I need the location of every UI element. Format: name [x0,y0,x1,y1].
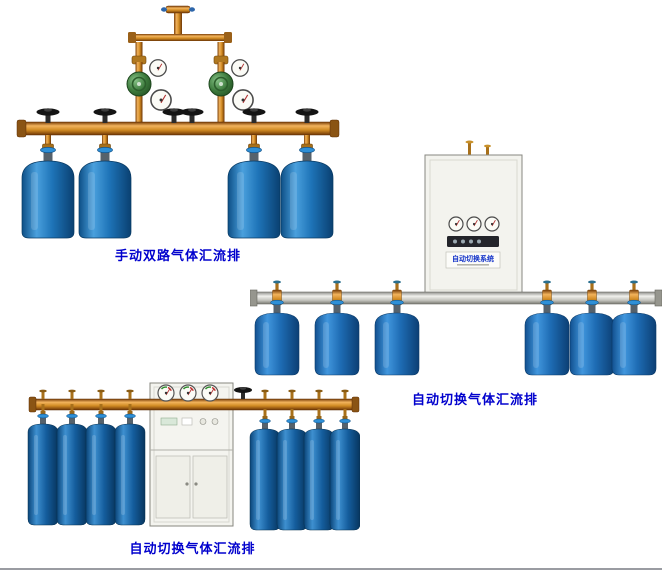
cabinet-top-fittings [465,140,491,155]
manifold-header-bar [28,396,360,413]
cabinet-door-left [155,455,191,519]
auto-switchover-floor-photo [27,382,360,531]
cabinet-gauge [484,216,500,232]
pressure-gauge [231,59,249,77]
auto-switchover-wall-photo: 自动切换系统 [250,140,662,376]
cabinet-label: 自动切换系统 [452,254,494,263]
bottom-divider [0,568,662,570]
cabinet-gauge [157,384,175,402]
gas-cylinder [303,408,335,531]
hand-valve [234,387,252,399]
manifold-header-bar [16,119,340,138]
gas-cylinder [21,134,75,239]
pipe-valve [288,389,296,399]
cabinet-door-right [192,455,228,519]
gas-cylinder [85,403,117,526]
pipe-valve [341,389,349,399]
gas-cylinder [78,134,132,239]
cabinet-gauge [179,384,197,402]
pipe-valve [261,389,269,399]
hand-valve [36,108,60,123]
gas-cylinder [329,408,360,531]
pipe-valve [97,389,105,399]
control-cabinet: 自动切换系统 [424,154,523,296]
cabinet-gauges [157,384,219,402]
hand-valve [242,108,266,123]
product-figure-auto-switchover-wall: 自动切换系统 [250,140,662,385]
pressure-gauge [150,89,172,111]
product-caption-manual-dual: 手动双路气体汇流排 [114,249,241,264]
pressure-gauge [149,59,167,77]
regulator [208,71,234,97]
pipe-valve [126,389,134,399]
hand-valve [93,108,117,123]
manifold-bar-silver [250,289,662,307]
hand-valve [180,108,204,123]
pressure-gauge [232,89,254,111]
gas-cylinder [276,408,308,531]
pipe-valve [68,389,76,399]
pipe-valve [315,389,323,399]
product-caption-auto-wall: 自动切换气体汇流排 [411,393,538,408]
cabinet-gauge [448,216,464,232]
product-figure-manual-dual-manifold [8,4,348,244]
product-caption-auto-floor: 自动切换气体汇流排 [129,542,256,557]
regulator [126,71,152,97]
cabinet-gauge [466,216,482,232]
gas-cylinder [27,403,59,526]
gas-cylinder [249,408,281,531]
hand-valve [295,108,319,123]
gas-cylinder [56,403,88,526]
manual-dual-manifold-photo [16,5,340,239]
pressure-regulators [126,59,254,124]
cabinet-gauge [201,384,219,402]
inlet-header-pipes [128,5,232,74]
gas-cylinder [114,403,146,526]
pipe-valve [39,389,47,399]
manifold-hand-valves [36,108,319,123]
product-figure-auto-switchover-floor [25,378,360,536]
